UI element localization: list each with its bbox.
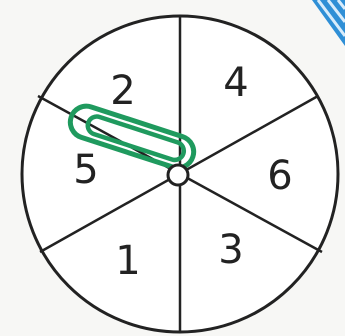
sector-label-2: 2: [110, 68, 135, 114]
sector-label-1: 1: [115, 238, 140, 284]
center-pivot: [168, 165, 188, 185]
sector-label-4: 4: [223, 60, 248, 106]
sector-label-5: 5: [73, 147, 98, 193]
sector-label-6: 6: [267, 153, 292, 199]
sector-label-3: 3: [218, 227, 243, 273]
corner-stripes-decoration: [312, 0, 345, 46]
